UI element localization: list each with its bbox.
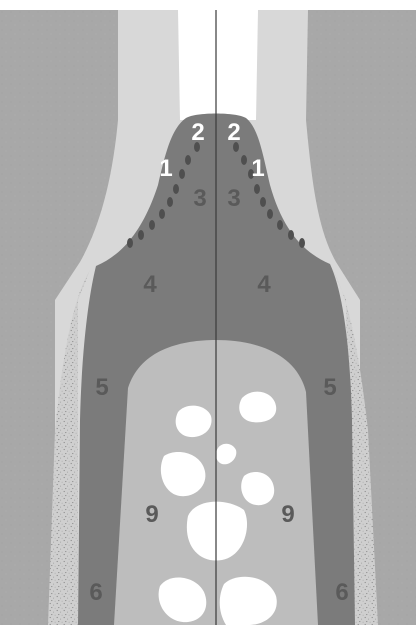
label-9-left: 9 [145,501,158,528]
label-1-right: 1 [251,155,264,182]
label-5-left: 5 [95,374,108,401]
label-4-left: 4 [143,271,157,298]
label-1-left: 1 [159,155,172,182]
label-3-left: 3 [193,185,206,212]
label-5-right: 5 [323,374,336,401]
top-border [0,0,416,10]
label-6-left: 6 [89,579,102,606]
label-6-right: 6 [335,579,348,606]
label-3-right: 3 [227,185,240,212]
label-4-right: 4 [257,271,271,298]
label-2-right: 2 [227,119,240,146]
label-9-right: 9 [281,501,294,528]
white-center [178,10,258,120]
label-2-left: 2 [191,119,204,146]
